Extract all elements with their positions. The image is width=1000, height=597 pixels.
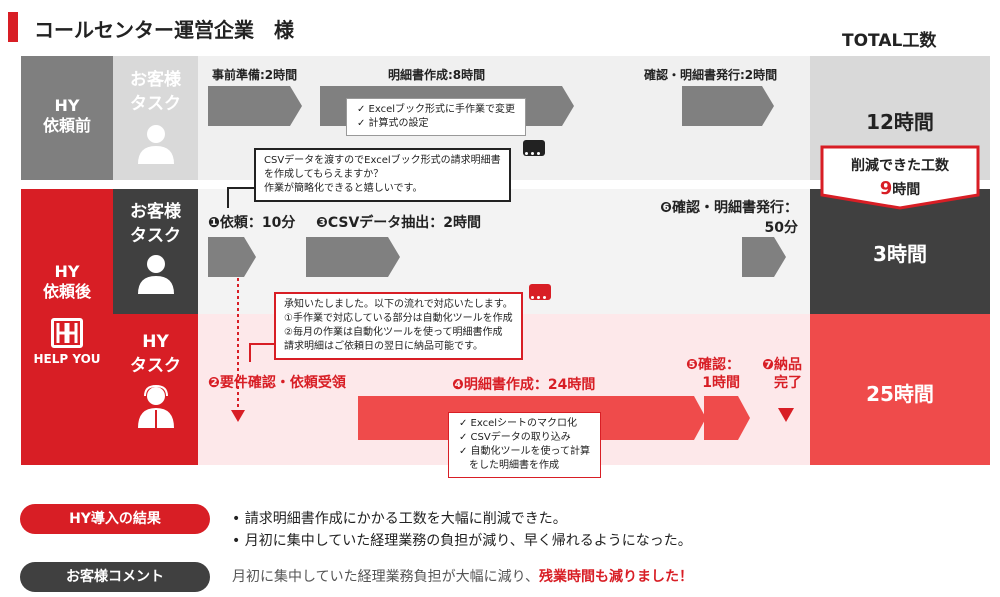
before-role-label: お客様 タスク xyxy=(130,70,181,114)
after-hy-total-cell xyxy=(810,314,990,465)
title-accent-bar xyxy=(8,12,18,42)
hy-delivery-marker xyxy=(778,408,794,422)
after-hy-total-value: 25時間 xyxy=(866,382,934,406)
operator-person-icon xyxy=(136,384,176,432)
customer-comment: 月初に集中していた経理業務負担が大幅に減り、残業時間も減りました！ xyxy=(232,566,693,586)
after-client-step-arrows xyxy=(208,237,786,277)
comment-plain: 月初に集中していた経理業務負担が大幅に減り、 xyxy=(232,569,540,585)
result-bullet: • 請求明細書作成にかかる工数を大幅に削減できた。 xyxy=(232,511,567,527)
reduction-badge xyxy=(820,145,980,210)
after-client-step-issue: ❻確認・明細書発行： 50分 xyxy=(660,200,798,236)
total-column-heading: TOTAL工数 xyxy=(842,31,937,51)
callout-line: ①手作業で対応している部分は自動化ツールを作成 xyxy=(284,313,513,324)
logo-text: HELP YOU xyxy=(33,352,101,366)
after-hy-step-accept: ❷要件確認・依頼受領 xyxy=(208,375,346,391)
person-icon xyxy=(136,122,176,168)
before-arrow-prep xyxy=(208,86,302,126)
client-arrow-request xyxy=(208,237,256,277)
result-bullet: • 月初に集中していた経理業務の負担が減り、早く帰れるようになった。 xyxy=(232,533,692,549)
callout-connector xyxy=(249,343,274,362)
after-client-total-value: 3時間 xyxy=(873,242,927,266)
callout-line: 承知いたしました。以下の流れで対応いたします。 xyxy=(284,299,513,310)
before-checklist-item: ✓ 計算式の設定 xyxy=(357,118,429,129)
after-hy-step-create: ❹明細書作成：24時間 xyxy=(452,377,596,393)
reduction-value: 9時間 xyxy=(820,178,980,199)
client-arrow-issue xyxy=(742,237,786,277)
client-arrow-extract xyxy=(306,237,400,277)
hy-response-callout: 承知いたしました。以下の流れで対応いたします。 ①手作業で対応している部分は自動… xyxy=(274,292,523,360)
before-checklist: ✓ Excelブック形式に手作業で変更 ✓ 計算式の設定 xyxy=(346,98,527,136)
before-row-label: HY 依頼前 xyxy=(42,96,91,135)
chat-bubble-icon xyxy=(529,284,551,300)
before-row-label-box xyxy=(21,56,113,180)
callout-line: を作成してもらえますか？ xyxy=(264,169,384,180)
hy-checklist: ✓ Excelシートのマクロ化 ✓ CSVデータの取り込み ✓ 自動化ツールを使… xyxy=(448,412,602,478)
reduction-number: 9 xyxy=(879,178,893,199)
hy-checklist-item: ✓ Excelシートのマクロ化 xyxy=(459,418,578,429)
hy-checklist-item: ✓ CSVデータの取り込み xyxy=(459,432,571,443)
person-icon xyxy=(136,252,176,298)
after-client-step-extract: ❸CSVデータ抽出：2時間 xyxy=(316,215,482,231)
hy-checklist-item: ✓ 自動化ツールを使って計算 xyxy=(459,446,591,457)
after-hy-step-check: ❺確認： 1時間 xyxy=(686,357,740,391)
comment-emphasis: 残業時間も減りました！ xyxy=(539,569,694,585)
after-client-step-request: ❶依頼：10分 xyxy=(208,215,296,231)
callout-line: 請求明細はご依頼日の翌日に納品可能です。 xyxy=(284,341,483,352)
callout-connector xyxy=(227,187,254,208)
reduction-label: 削減できた工数 xyxy=(851,158,949,174)
before-step-prep: 事前準備:2時間 xyxy=(212,68,298,82)
before-step-issue: 確認・明細書発行:2時間 xyxy=(644,68,778,82)
help-you-logo-icon xyxy=(51,318,83,348)
page-title: コールセンター運営企業 様 xyxy=(34,18,294,42)
after-hy-step-deliver: ❼納品 完了 xyxy=(762,357,802,391)
callout-line: ②毎月の作業は自動化ツールを使って明細書作成 xyxy=(284,327,503,338)
after-hy-role-label: HY タスク xyxy=(130,332,181,376)
callout-line: CSVデータを渡すのでExcelブック形式の請求明細書 xyxy=(264,155,501,166)
before-step-create: 明細書作成:8時間 xyxy=(388,68,486,82)
after-client-total-cell xyxy=(810,189,990,314)
hy-arrow-check xyxy=(704,396,750,440)
dotted-flow-arrow xyxy=(231,278,245,422)
before-arrow-issue xyxy=(682,86,774,126)
result-label-pill: HY導入の結果 xyxy=(20,504,210,534)
chat-bubble-icon xyxy=(523,140,545,156)
callout-line: 作業が簡略化できると嬉しいです。 xyxy=(264,183,423,194)
before-checklist-item: ✓ Excelブック形式に手作業で変更 xyxy=(357,104,516,115)
reduction-unit: 時間 xyxy=(892,182,921,198)
before-total-value: 12時間 xyxy=(866,110,934,134)
after-client-role-label: お客様 タスク xyxy=(130,202,181,246)
after-row-label: HY 依頼後 xyxy=(42,262,91,301)
hy-checklist-item: をした明細書を作成 xyxy=(459,460,559,471)
client-request-callout: CSVデータを渡すのでExcelブック形式の請求明細書 を作成してもらえますか？… xyxy=(254,148,511,202)
comment-label-pill: お客様コメント xyxy=(20,562,210,592)
